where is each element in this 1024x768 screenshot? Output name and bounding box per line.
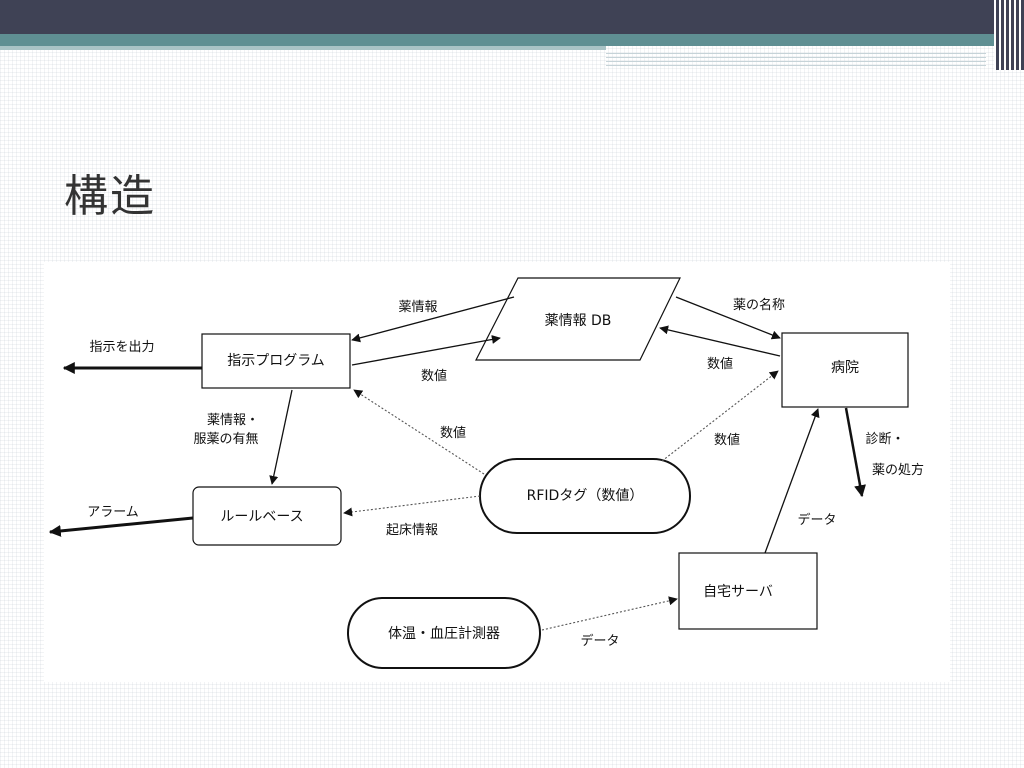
edge-hospital-to-db: 数値 [659,325,781,372]
node-drug-db-label: 薬情報 DB [545,313,612,329]
slide-title: 構造 [64,171,156,222]
edge-rulebase-alarm: アラーム [48,505,194,537]
node-rfid-tag-label: RFIDタグ（数値） [527,488,644,504]
edge-db-to-hospital: 薬の名称 [675,296,785,340]
node-drug-db: 薬情報 DB [475,277,681,361]
edge-db-to-program-label: 薬情報 [398,300,437,315]
edge-rfid-to-hospital: 数値 [661,370,779,462]
edge-rulebase-alarm-label: アラーム [87,505,139,520]
edge-program-output: 指示を出力 [62,340,202,374]
edge-program-output-label: 指示を出力 [89,340,154,355]
node-home-server: 自宅サーバ [678,552,818,630]
edge-rfid-to-rulebase-label: 起床情報 [386,523,438,538]
node-hospital-label: 病院 [831,360,859,376]
edge-program-to-rulebase-label-1: 薬情報・ [207,413,259,428]
edge-hospital-to-db-label: 数値 [707,356,733,372]
header-dark-band [0,0,1024,34]
edge-rfid-to-hospital-label: 数値 [714,432,740,448]
node-hospital: 病院 [781,332,909,408]
edge-program-to-db: 数値 [351,335,501,384]
node-home-server-label: 自宅サーバ [703,584,773,600]
edge-rfid-to-program: 数値 [353,389,485,475]
edge-server-to-hospital-label: データ [797,512,836,528]
header-teal-accent [0,46,606,50]
edge-program-to-rulebase-label-2: 服薬の有無 [193,432,258,447]
edge-rfid-to-program-label: 数値 [440,425,466,441]
header-stripes-decoration [994,0,1024,70]
node-rfid-tag: RFIDタグ（数値） [479,458,691,534]
edge-program-to-rulebase: 薬情報・ 服薬の有無 [193,389,293,485]
node-thermometer: 体温・血圧計測器 [347,597,541,669]
header-dashed-lines [606,50,986,66]
edge-hospital-out: 診断・ 薬の処方 [844,407,924,498]
edge-program-to-db-label: 数値 [421,368,447,384]
node-instruction-program-label: 指示プログラム [227,353,325,369]
node-rule-base-label: ルールベース [220,509,303,525]
edge-rfid-to-rulebase: 起床情報 [343,495,481,538]
edge-server-to-hospital: データ [764,408,837,554]
edge-hospital-out-label-2: 薬の処方 [872,462,924,478]
edge-hospital-out-label-1: 診断・ [865,431,904,447]
header-teal-band [0,34,1024,46]
edge-meter-to-server-label: データ [580,633,619,649]
node-rule-base: ルールベース [192,486,342,546]
node-instruction-program: 指示プログラム [201,333,351,389]
node-thermometer-label: 体温・血圧計測器 [388,626,500,642]
edge-db-to-hospital-label: 薬の名称 [733,297,785,313]
edge-meter-to-server: データ [541,596,678,649]
edge-db-to-program: 薬情報 [351,296,515,343]
